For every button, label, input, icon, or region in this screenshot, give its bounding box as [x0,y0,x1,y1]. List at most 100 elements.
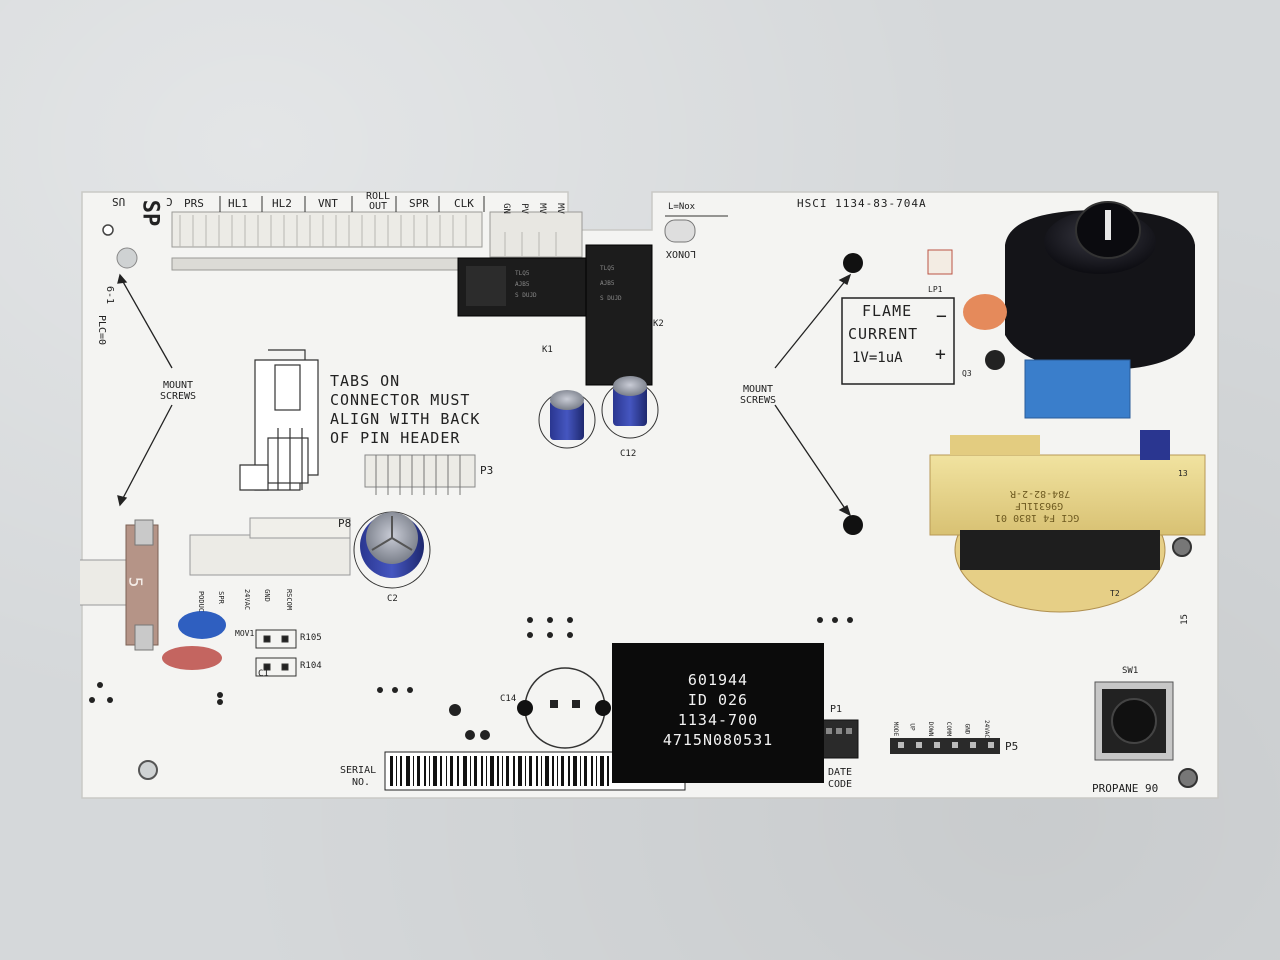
part-number-label: 601944 ID 026 1134-700 4715N080531 [612,643,824,783]
p8-pin-label-5: RSCOM [285,588,294,611]
p8-pin-label-2: SPR [216,591,225,604]
label-id: ID 026 [687,691,749,709]
mount-holes [102,224,1198,788]
capacitor-c2 [353,511,431,589]
label-hl1: HL1 [228,197,248,210]
flame-current-minus: − [936,306,947,327]
label-spr: SPR [409,197,429,210]
transformer-text-1: 784-82-2-R [1010,488,1071,499]
relay-label-k2: K2 [653,319,664,329]
misc-label-13: 13 [1178,469,1188,478]
p3-header [364,454,476,495]
p1-header [817,719,859,759]
capacitors-top [538,376,659,449]
misc-label-15: 15 [1179,614,1190,625]
flame-current-line-2: CURRENT [848,325,919,343]
flame-current-plus: + [935,344,946,365]
p5-pin-label-2: UP [908,723,916,731]
p8-pin-label-1: PODUC [197,590,206,613]
p8-connector [189,517,351,576]
capacitor-c14 [517,667,611,749]
pcb-outline [81,191,1219,799]
label-mv-2: MV [554,203,565,214]
cert-mark: SP [137,199,163,227]
tabs-note-line-3: ALIGN WITH BACK [330,410,481,428]
date-code-2: CODE [828,779,853,790]
p8-pin-label-4: GND [262,589,271,602]
misc-label-q3: Q3 [962,369,972,378]
side-text-6-1: 6-1 [104,285,116,305]
misc-label-t2: T2 [1110,589,1120,598]
flame-current-line-3: 1V=1uA [852,350,903,366]
relay-label-k1: K1 [542,345,553,355]
header-label-p1: P1 [830,704,843,715]
ignitor-capacitor [1005,201,1195,370]
mount-screws-left-label: MOUNT SCREWS [159,380,197,402]
header-label-p8: P8 [338,517,352,530]
label-gn: GN [500,203,511,214]
label-prs: PRS [184,197,204,210]
cert-mark-side-left: US [112,195,126,208]
connector-illustration [239,349,319,491]
svg-text:S DUJD: S DUJD [600,295,622,302]
led [664,215,728,243]
cap-label-c1: C1 [258,669,269,679]
fuel-type: PROPANE 90 [1092,782,1159,795]
serial-label-1: SERIAL [340,765,377,776]
mount-screws-right-label: MOUNT SCREWS [739,384,777,406]
label-pv: PV [518,203,529,214]
led-label-top: L=Nox [668,202,696,212]
misc-label-mov1: MOV1 [235,629,255,638]
header-label-p5: P5 [1005,740,1019,753]
label-clk: CLK [454,197,474,210]
board-number: 1134-700 [677,711,759,729]
date-code-1: DATE [828,767,853,778]
led-label: LONOX [666,248,697,259]
p8-pin-label-3: 24VAC [243,588,252,611]
solder-dots [89,617,853,740]
header-label-p3: P3 [480,464,494,477]
svg-text:TLQ5: TLQ5 [600,265,615,272]
resistor-pads [255,629,297,677]
tabs-note-line-4: OF PIN HEADER [330,429,461,447]
p5-pin-label-3: DOWN [927,721,935,737]
svg-text:AJB5: AJB5 [515,281,530,288]
label-hl2: HL2 [272,197,292,210]
p5-pin-label-6: 24VAC [983,719,991,739]
serial-label-2: NO. [352,777,371,788]
p5-pin-label-1: MODE [892,721,900,737]
svg-text:AJB5: AJB5 [600,280,615,287]
resistor-label-r104: R104 [300,661,322,671]
transformer-text-3: GCI F4 1830 01 [995,512,1080,523]
label-vnt: VNT [318,197,338,210]
mount-arrows [117,273,852,517]
tabs-note-line-2: CONNECTOR MUST [330,391,471,409]
svg-text:S DUJD: S DUJD [515,292,537,299]
tabs-note-line-1: TABS ON [330,372,401,390]
flame-current-line-1: FLAME [862,302,913,320]
label-mv-1: MV [536,203,547,214]
cap-label-c14: C14 [500,694,517,704]
top-connector [171,196,583,271]
cap-label-c12: C12 [620,449,637,459]
side-text-plc: PLC=0 [96,314,108,346]
misc-label-lp1: LP1 [928,285,943,294]
serial-number: 4715N080531 [662,731,774,749]
cert-mark-side-right: C [166,195,173,208]
part-number: 601944 [687,671,749,689]
transformer-text-2: G96311LF [1015,500,1064,511]
misc-label-sw1: SW1 [1122,666,1139,676]
cap-label-c2: C2 [387,594,398,604]
p5-pin-label-4: COMM [945,721,953,737]
resistor-label-r105: R105 [300,633,322,643]
flame-current-box [841,297,955,385]
p5-pin-label-5: GND [963,723,971,735]
transformer [929,430,1206,613]
sw1-button [1094,681,1174,761]
fuse-area [80,519,226,670]
fuse-value: 5 [124,576,146,588]
label-roll-out: ROLL OUT [365,191,391,212]
